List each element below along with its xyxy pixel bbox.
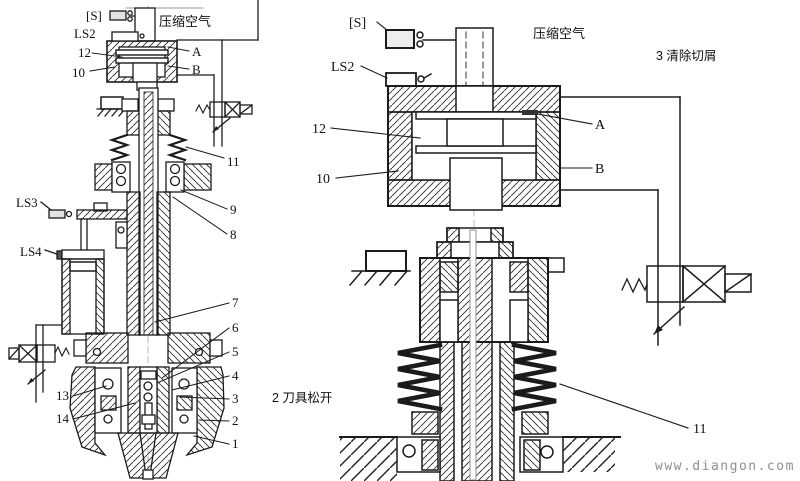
throttle-valve-right — [652, 305, 686, 336]
label-11-left: 11 — [227, 154, 240, 169]
lower-bearing-right — [171, 366, 225, 457]
ls2-block-right — [360, 65, 433, 87]
pneumatic-lines-top — [176, 0, 259, 147]
air-cylinder-right — [387, 85, 561, 211]
right-diagram: [S] 压缩空气 3 清除切屑 LS2 12 10 A B 11 www.dia… — [312, 16, 795, 481]
watermark: www.diangon.com — [655, 459, 795, 474]
solenoid-valve-right — [621, 264, 753, 336]
pneumatic-lines-bottom — [35, 324, 63, 403]
label-4: 4 — [232, 368, 239, 383]
label-10-right: 10 — [316, 172, 330, 187]
tool-taper — [117, 432, 179, 480]
label-a-right: A — [595, 118, 606, 133]
disc-spring-stack-left — [108, 133, 189, 162]
spindle-lower-right — [419, 227, 565, 481]
caption-right: 3 清除切屑 — [656, 48, 716, 63]
solenoid-valve-bottom-left — [8, 344, 70, 385]
label-7: 7 — [232, 295, 239, 310]
label-12-right: 12 — [312, 122, 326, 137]
label-b-left: B — [192, 62, 201, 77]
label-9: 9 — [230, 202, 237, 217]
label-s-left: [S] — [86, 8, 102, 23]
label-13: 13 — [56, 388, 69, 403]
upper-bearings — [94, 161, 212, 193]
label-3: 3 — [232, 391, 239, 406]
label-s-right: [S] — [349, 16, 366, 31]
collet-mechanism — [127, 366, 170, 434]
label-14: 14 — [56, 411, 70, 426]
left-diagram: [S] LS2 压缩空气 12 10 A B 11 9 8 LS3 LS4 7 … — [8, 0, 332, 480]
label-1: 1 — [232, 436, 239, 451]
label-ls3: LS3 — [16, 195, 38, 210]
lower-bearings-right-diagram — [339, 411, 621, 481]
limit-switch-ls3 — [40, 201, 128, 220]
leader-lines-left — [72, 46, 230, 445]
label-11-right: 11 — [693, 422, 706, 437]
disc-spring-stack-right — [397, 342, 557, 412]
release-cylinder — [106, 7, 178, 91]
label-10-left: 10 — [72, 65, 85, 80]
throttle-valve-top — [212, 117, 231, 133]
label-12-left: 12 — [78, 45, 91, 60]
leader-lines-right — [330, 113, 689, 429]
lower-bearing-left — [69, 366, 122, 457]
ground-block-right — [348, 250, 411, 287]
label-b-right: B — [595, 162, 604, 177]
ls4-cylinder — [44, 218, 105, 335]
label-ls2-left: LS2 — [74, 26, 96, 41]
label-ls2-right: LS2 — [331, 60, 354, 75]
label-8: 8 — [230, 227, 237, 242]
quill-tube — [115, 191, 171, 336]
label-ls4: LS4 — [20, 244, 42, 259]
label-air-right: 压缩空气 — [533, 26, 585, 41]
pneumatic-lines-right — [559, 96, 681, 346]
caption-left: 2 刀具松开 — [272, 391, 332, 405]
sensor-s-right — [376, 21, 458, 49]
label-a-left: A — [192, 44, 202, 59]
label-air-left: 压缩空气 — [159, 14, 211, 29]
solenoid-valve-top — [195, 101, 253, 133]
label-6: 6 — [232, 320, 239, 335]
throttle-valve-bottom — [27, 369, 46, 385]
label-2: 2 — [232, 413, 239, 428]
label-5: 5 — [232, 344, 239, 359]
